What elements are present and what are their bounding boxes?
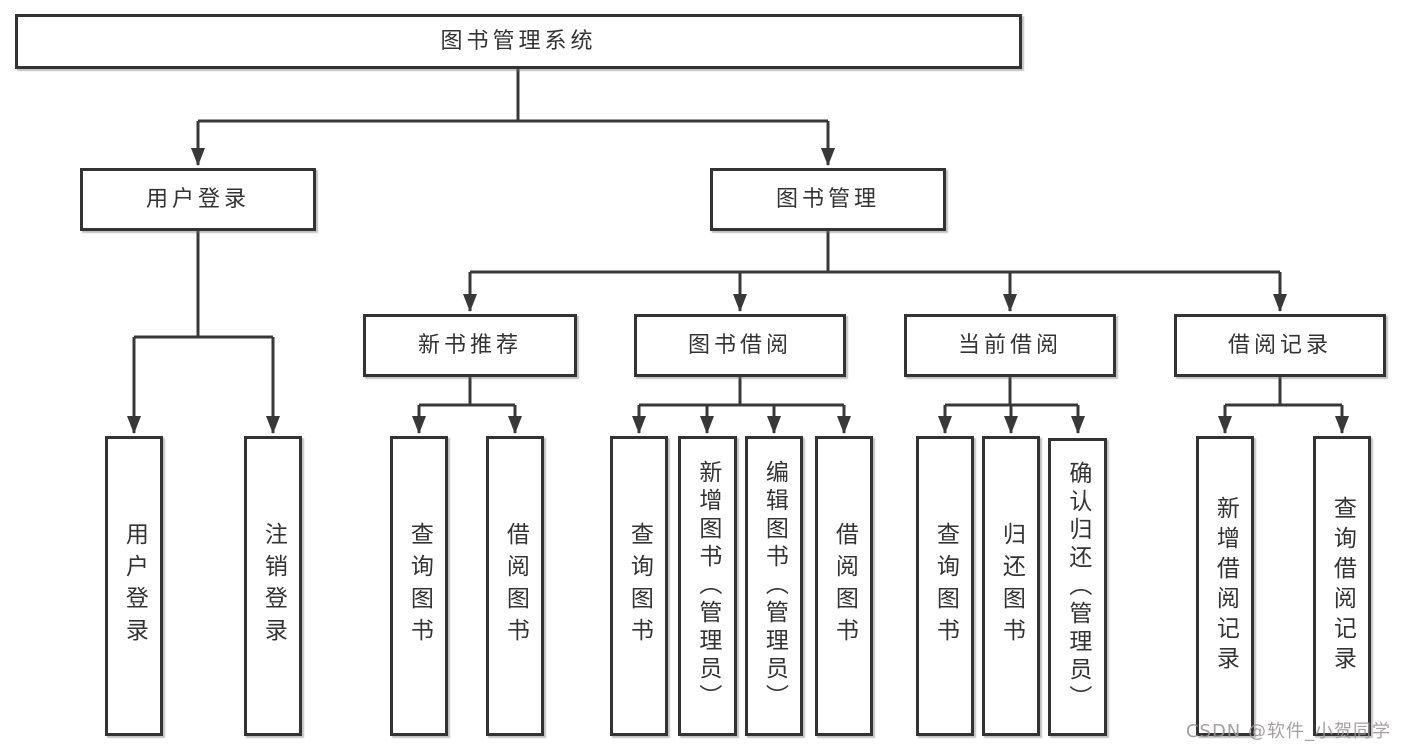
leaf-add-borrow-record: 新增借阅记录 xyxy=(1196,436,1254,736)
leaf-query-borrow-record: 查询借阅记录 xyxy=(1313,436,1371,736)
leaf-edit-book-admin: 编辑图书（管理员） xyxy=(745,436,803,736)
csdn-watermark: CSDN @软件_小贺同学 xyxy=(1185,721,1391,742)
leaf-add-book-admin: 新增图书（管理员） xyxy=(678,436,737,736)
node-book-borrowing: 图书借阅 xyxy=(634,314,846,377)
node-new-book-recommendation: 新书推荐 xyxy=(363,314,577,377)
leaf-logout: 注销登录 xyxy=(244,436,302,736)
node-user-login: 用户登录 xyxy=(80,168,316,231)
leaf-return-books: 归还图书 xyxy=(982,436,1040,736)
leaf-confirm-return-admin: 确认归还（管理员） xyxy=(1048,438,1107,736)
node-root: 图书管理系统 xyxy=(15,14,1022,69)
leaf-user-login: 用户登录 xyxy=(105,436,163,736)
leaf-query-books-borrow: 查询图书 xyxy=(610,436,668,736)
node-borrowing-records: 借阅记录 xyxy=(1174,314,1386,377)
leaf-borrow-books-borrow: 借阅图书 xyxy=(815,436,873,736)
leaf-query-books-recommend: 查询图书 xyxy=(390,436,448,736)
node-current-borrowing: 当前借阅 xyxy=(904,314,1116,377)
node-book-management: 图书管理 xyxy=(710,168,946,231)
leaf-borrow-books-recommend: 借阅图书 xyxy=(486,436,544,736)
leaf-query-books-current: 查询图书 xyxy=(916,436,974,736)
